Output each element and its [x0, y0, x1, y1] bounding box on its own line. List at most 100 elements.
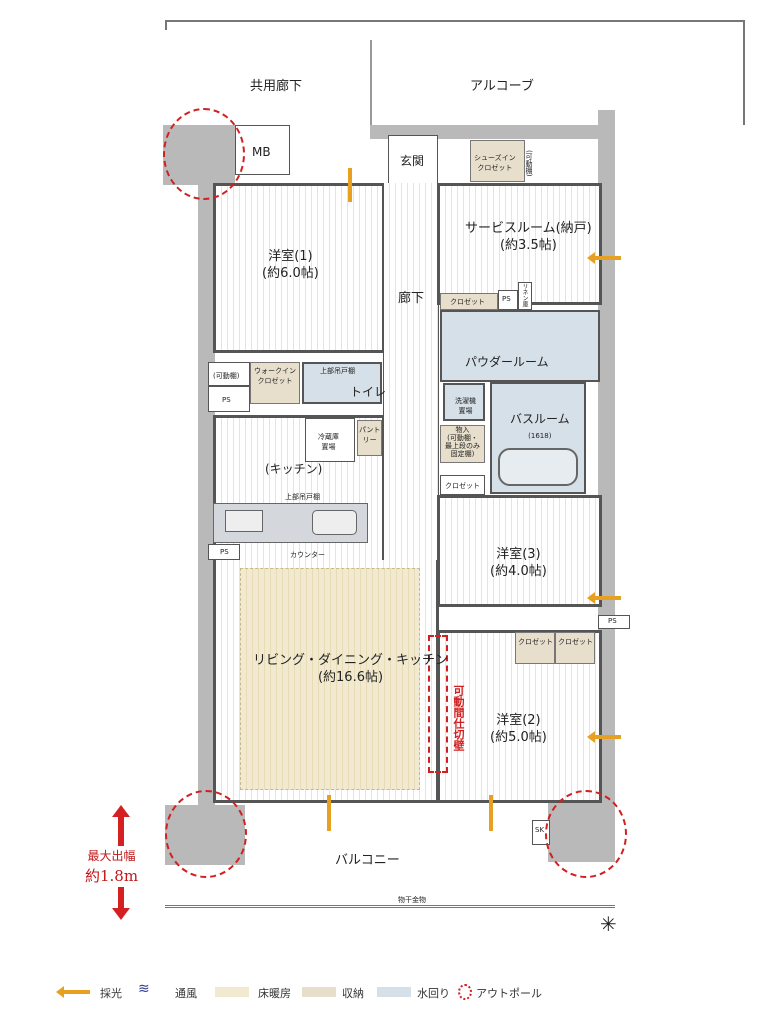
closet-4 [555, 632, 595, 664]
ldk-label: リビング・ダイニング・キッチン (約16.6帖) [253, 652, 448, 686]
partition-label: 可動間仕切壁 [452, 685, 465, 751]
movable-shelf-label: (可動棚) [213, 372, 240, 380]
ps-2-label: PS [222, 396, 231, 404]
closet-2-label: クロゼット [445, 482, 480, 490]
movable-shelf [208, 362, 250, 386]
storage [440, 425, 485, 463]
legend-water: 水回り [417, 987, 450, 1000]
western-room-3-label: 洋室(3) (約4.0帖) [490, 546, 547, 580]
closet-3-label: クロゼット [518, 638, 553, 646]
closet-4-label: クロゼット [558, 638, 593, 646]
pantry-label: パント リー [359, 426, 381, 444]
movable-shelf-label: (可動棚) [525, 150, 533, 177]
size: (約3.5帖) [499, 238, 557, 253]
max-depth-label: 最大出幅約1.8m [85, 846, 139, 887]
name: 洋室(1) [268, 249, 313, 264]
legend-storage-swatch [302, 987, 336, 997]
legend-light: 採光 [100, 987, 122, 1000]
kitchen-label: (キッチン) [265, 462, 323, 476]
ps-4 [598, 615, 630, 629]
legend-floor-heating: 床暖房 [258, 987, 291, 1000]
toilet-room [302, 362, 382, 404]
entrance-label: 玄関 [400, 154, 425, 168]
outpole-bottom-left [165, 790, 247, 878]
hallway-label: 廊下 [398, 291, 425, 306]
size: (1618) [528, 432, 552, 440]
ps-3 [208, 544, 240, 560]
name: 洋室(2) [496, 713, 541, 728]
counter-label: カウンター [290, 551, 325, 559]
light-arrow-up-icon [489, 795, 493, 831]
ps-1-label: PS [502, 295, 511, 303]
powder-room [440, 310, 600, 382]
legend-water-swatch [377, 987, 411, 997]
laundry-label: 洗濯機 置場 [455, 397, 476, 415]
alcove-label: アルコーブ [470, 79, 534, 94]
legend-wind-icon: ≋ [138, 981, 150, 997]
size: (約5.0帖) [490, 730, 547, 745]
movable-partition [428, 635, 448, 773]
top-railing [165, 20, 745, 30]
bathroom-label: バスルーム(1618) [510, 410, 570, 441]
fridge-label: 冷蔵庫 置場 [318, 433, 339, 451]
western-room-1-label: 洋室(1) (約6.0帖) [262, 248, 319, 282]
north-compass-icon: ✳ [600, 912, 617, 936]
closet-1-label: クロゼット [450, 298, 485, 306]
common-corridor-label: 共用廊下 [250, 79, 303, 94]
name: 洋室(3) [496, 547, 541, 562]
max-depth-value: 約1.8m [85, 867, 139, 885]
max-depth-title: 最大出幅 [87, 849, 136, 863]
linen-closet [518, 282, 532, 310]
right-wall [598, 110, 615, 810]
bathtub [498, 448, 578, 486]
sk-label: SK [535, 826, 545, 834]
light-arrow-icon [587, 731, 621, 743]
entrance [388, 135, 438, 185]
closet-1 [440, 293, 498, 310]
ps-2 [208, 386, 250, 412]
legend-outpole-icon [458, 984, 472, 1000]
max-depth-arrow-tail-icon [112, 908, 130, 920]
stove-icon [225, 510, 263, 532]
legend-outpole: アウトポール [476, 987, 542, 1000]
light-arrow-icon [587, 592, 621, 604]
ps-4-label: PS [608, 617, 617, 625]
ps-3-label: PS [220, 548, 229, 556]
drying-hardware-label: 物干金物 [398, 896, 426, 904]
storage-label: 物入 (可動棚・ 最上段のみ 固定棚) [445, 426, 480, 458]
size: (約6.0帖) [262, 266, 319, 281]
balcony [165, 800, 615, 908]
light-arrow-up-icon [327, 795, 331, 831]
shoe-closet-label: シューズイン クロゼット [474, 154, 516, 172]
western-room-3 [437, 495, 602, 607]
name: リビング・ダイニング・キッチン [253, 653, 449, 668]
upper-cabinet-label-2: 上部吊戸棚 [285, 493, 320, 501]
closet-3 [515, 632, 555, 664]
outpole-top-left [163, 108, 245, 200]
corridor-divider [370, 40, 372, 125]
legend-storage: 収納 [342, 987, 364, 1000]
floor-heating-area [240, 568, 420, 790]
western-room-2-label: 洋室(2) (約5.0帖) [490, 712, 547, 746]
laundry-area [443, 383, 485, 421]
fridge-space [305, 418, 355, 462]
balcony-label: バルコニー [335, 853, 400, 868]
legend-light-icon [56, 986, 90, 998]
max-depth-arrow-head-icon [112, 805, 130, 817]
left-wall [198, 180, 215, 810]
linen-label: リネン庫 [521, 283, 528, 307]
legend-floor-heating-swatch [215, 987, 249, 997]
ps-1 [498, 290, 518, 310]
size: (約4.0帖) [490, 564, 547, 579]
shoe-closet [470, 140, 525, 182]
walkin-closet-label: ウォークイン クロゼット [254, 367, 296, 385]
sink-icon [312, 510, 357, 535]
closet-2 [440, 475, 485, 495]
size: (約16.6帖) [317, 670, 384, 685]
outpole-bottom-right [545, 790, 627, 878]
name: サービスルーム(納戸) [465, 221, 592, 236]
pantry [357, 420, 382, 456]
light-arrow-down-icon [348, 168, 352, 202]
mb-label: MB [252, 145, 271, 159]
